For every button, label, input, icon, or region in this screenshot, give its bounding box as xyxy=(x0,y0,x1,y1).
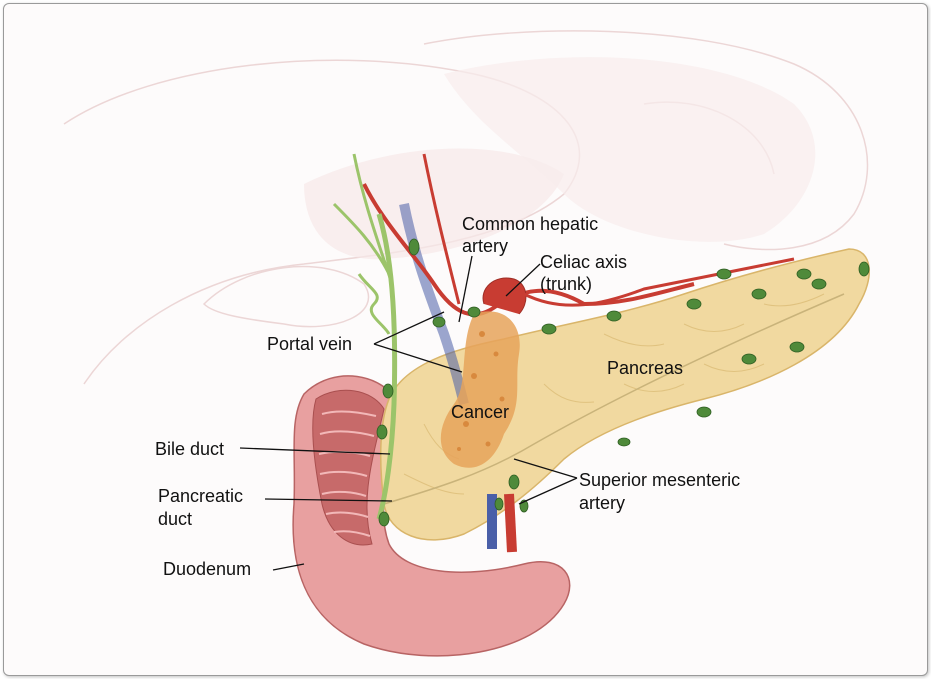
hepatic-artery-upper xyxy=(422,153,461,305)
pancreas-illustration: Common hepatic artery Celiac axis (trunk… xyxy=(63,30,870,657)
speckle xyxy=(457,447,461,451)
label-cancer: Cancer xyxy=(451,402,509,422)
fold xyxy=(333,530,371,537)
label-pancreas: Pancreas xyxy=(607,358,683,378)
speckle xyxy=(471,373,477,379)
speckle xyxy=(493,351,499,357)
lymph-node xyxy=(696,406,712,418)
tumor-mass xyxy=(440,311,520,468)
fold xyxy=(321,490,367,497)
label-common-hepatic-line1: Common hepatic xyxy=(462,214,598,234)
lymph-node xyxy=(541,323,557,335)
lymph-node xyxy=(686,298,702,310)
lymph-node xyxy=(716,268,732,280)
tumor-speckles xyxy=(457,331,505,451)
speckle xyxy=(499,396,505,402)
fold xyxy=(321,410,377,417)
label-sma-line2: artery xyxy=(579,493,625,513)
fold xyxy=(319,430,375,437)
diagram-frame: Common hepatic artery Celiac axis (trunk… xyxy=(3,3,928,676)
lymph-nodes xyxy=(376,238,870,527)
label-pancreatic-duct-line1: Pancreatic xyxy=(158,486,243,506)
stomach-outline xyxy=(423,30,869,251)
cystic-duct xyxy=(357,273,391,335)
leader-common-hepatic xyxy=(458,255,473,323)
leader-duodenum xyxy=(272,563,305,571)
leader-portal-vein-b xyxy=(373,343,463,373)
leader-lines xyxy=(239,255,578,571)
lymph-node xyxy=(796,268,812,280)
gallbladder-outline xyxy=(202,265,370,328)
lobule xyxy=(683,323,745,332)
lymph-node xyxy=(751,288,767,300)
lymph-node xyxy=(606,310,622,322)
lymph-node xyxy=(617,437,631,447)
leader-sma-b xyxy=(518,477,578,505)
label-celiac-line1: Celiac axis xyxy=(540,252,627,272)
pancreas xyxy=(380,248,870,541)
label-common-hepatic-line2: artery xyxy=(462,236,508,256)
lymph-node xyxy=(408,238,420,256)
leader-pancreatic-duct xyxy=(264,498,393,502)
lymph-node xyxy=(378,511,390,527)
lobule xyxy=(623,383,685,392)
speckle xyxy=(463,421,469,427)
label-pancreatic-duct-line2: duct xyxy=(158,509,192,529)
lymph-node xyxy=(811,278,827,290)
lymph-node xyxy=(376,424,388,440)
leader-portal-vein-a xyxy=(373,311,445,345)
lymph-node xyxy=(494,497,504,511)
lymph-node xyxy=(467,306,481,318)
lymph-node xyxy=(382,383,394,399)
lymph-node xyxy=(741,353,757,365)
speckle xyxy=(485,441,491,447)
lymph-node xyxy=(432,316,446,328)
label-celiac-line2: (trunk) xyxy=(540,274,592,294)
label-duodenum: Duodenum xyxy=(163,559,251,579)
fold xyxy=(325,511,369,518)
lobule xyxy=(543,383,595,403)
lobule xyxy=(703,363,765,372)
lobule xyxy=(603,333,665,347)
fold xyxy=(319,470,368,477)
lymph-node xyxy=(508,474,520,490)
speckle xyxy=(479,331,485,337)
label-sma-line1: Superior mesenteric xyxy=(579,470,740,490)
leader-celiac xyxy=(505,263,541,297)
duodenum-inner xyxy=(312,389,385,546)
sma-artery xyxy=(504,493,517,553)
main-pancreatic-duct-line xyxy=(383,293,845,505)
bile-duct-vessel xyxy=(376,213,398,520)
lymph-node xyxy=(858,261,870,277)
label-bile-duct: Bile duct xyxy=(155,439,224,459)
label-portal-vein: Portal vein xyxy=(267,334,352,354)
leader-bile-duct xyxy=(239,447,391,455)
lymph-node xyxy=(789,341,805,353)
bile-tree xyxy=(332,153,394,285)
cancer-tumor xyxy=(440,311,520,468)
duodenum xyxy=(292,375,571,657)
lobule xyxy=(763,293,825,307)
splenic-artery xyxy=(523,257,795,307)
duodenum-folds xyxy=(318,410,377,537)
stomach-shade xyxy=(444,57,816,242)
leader-sma-a xyxy=(513,458,578,479)
